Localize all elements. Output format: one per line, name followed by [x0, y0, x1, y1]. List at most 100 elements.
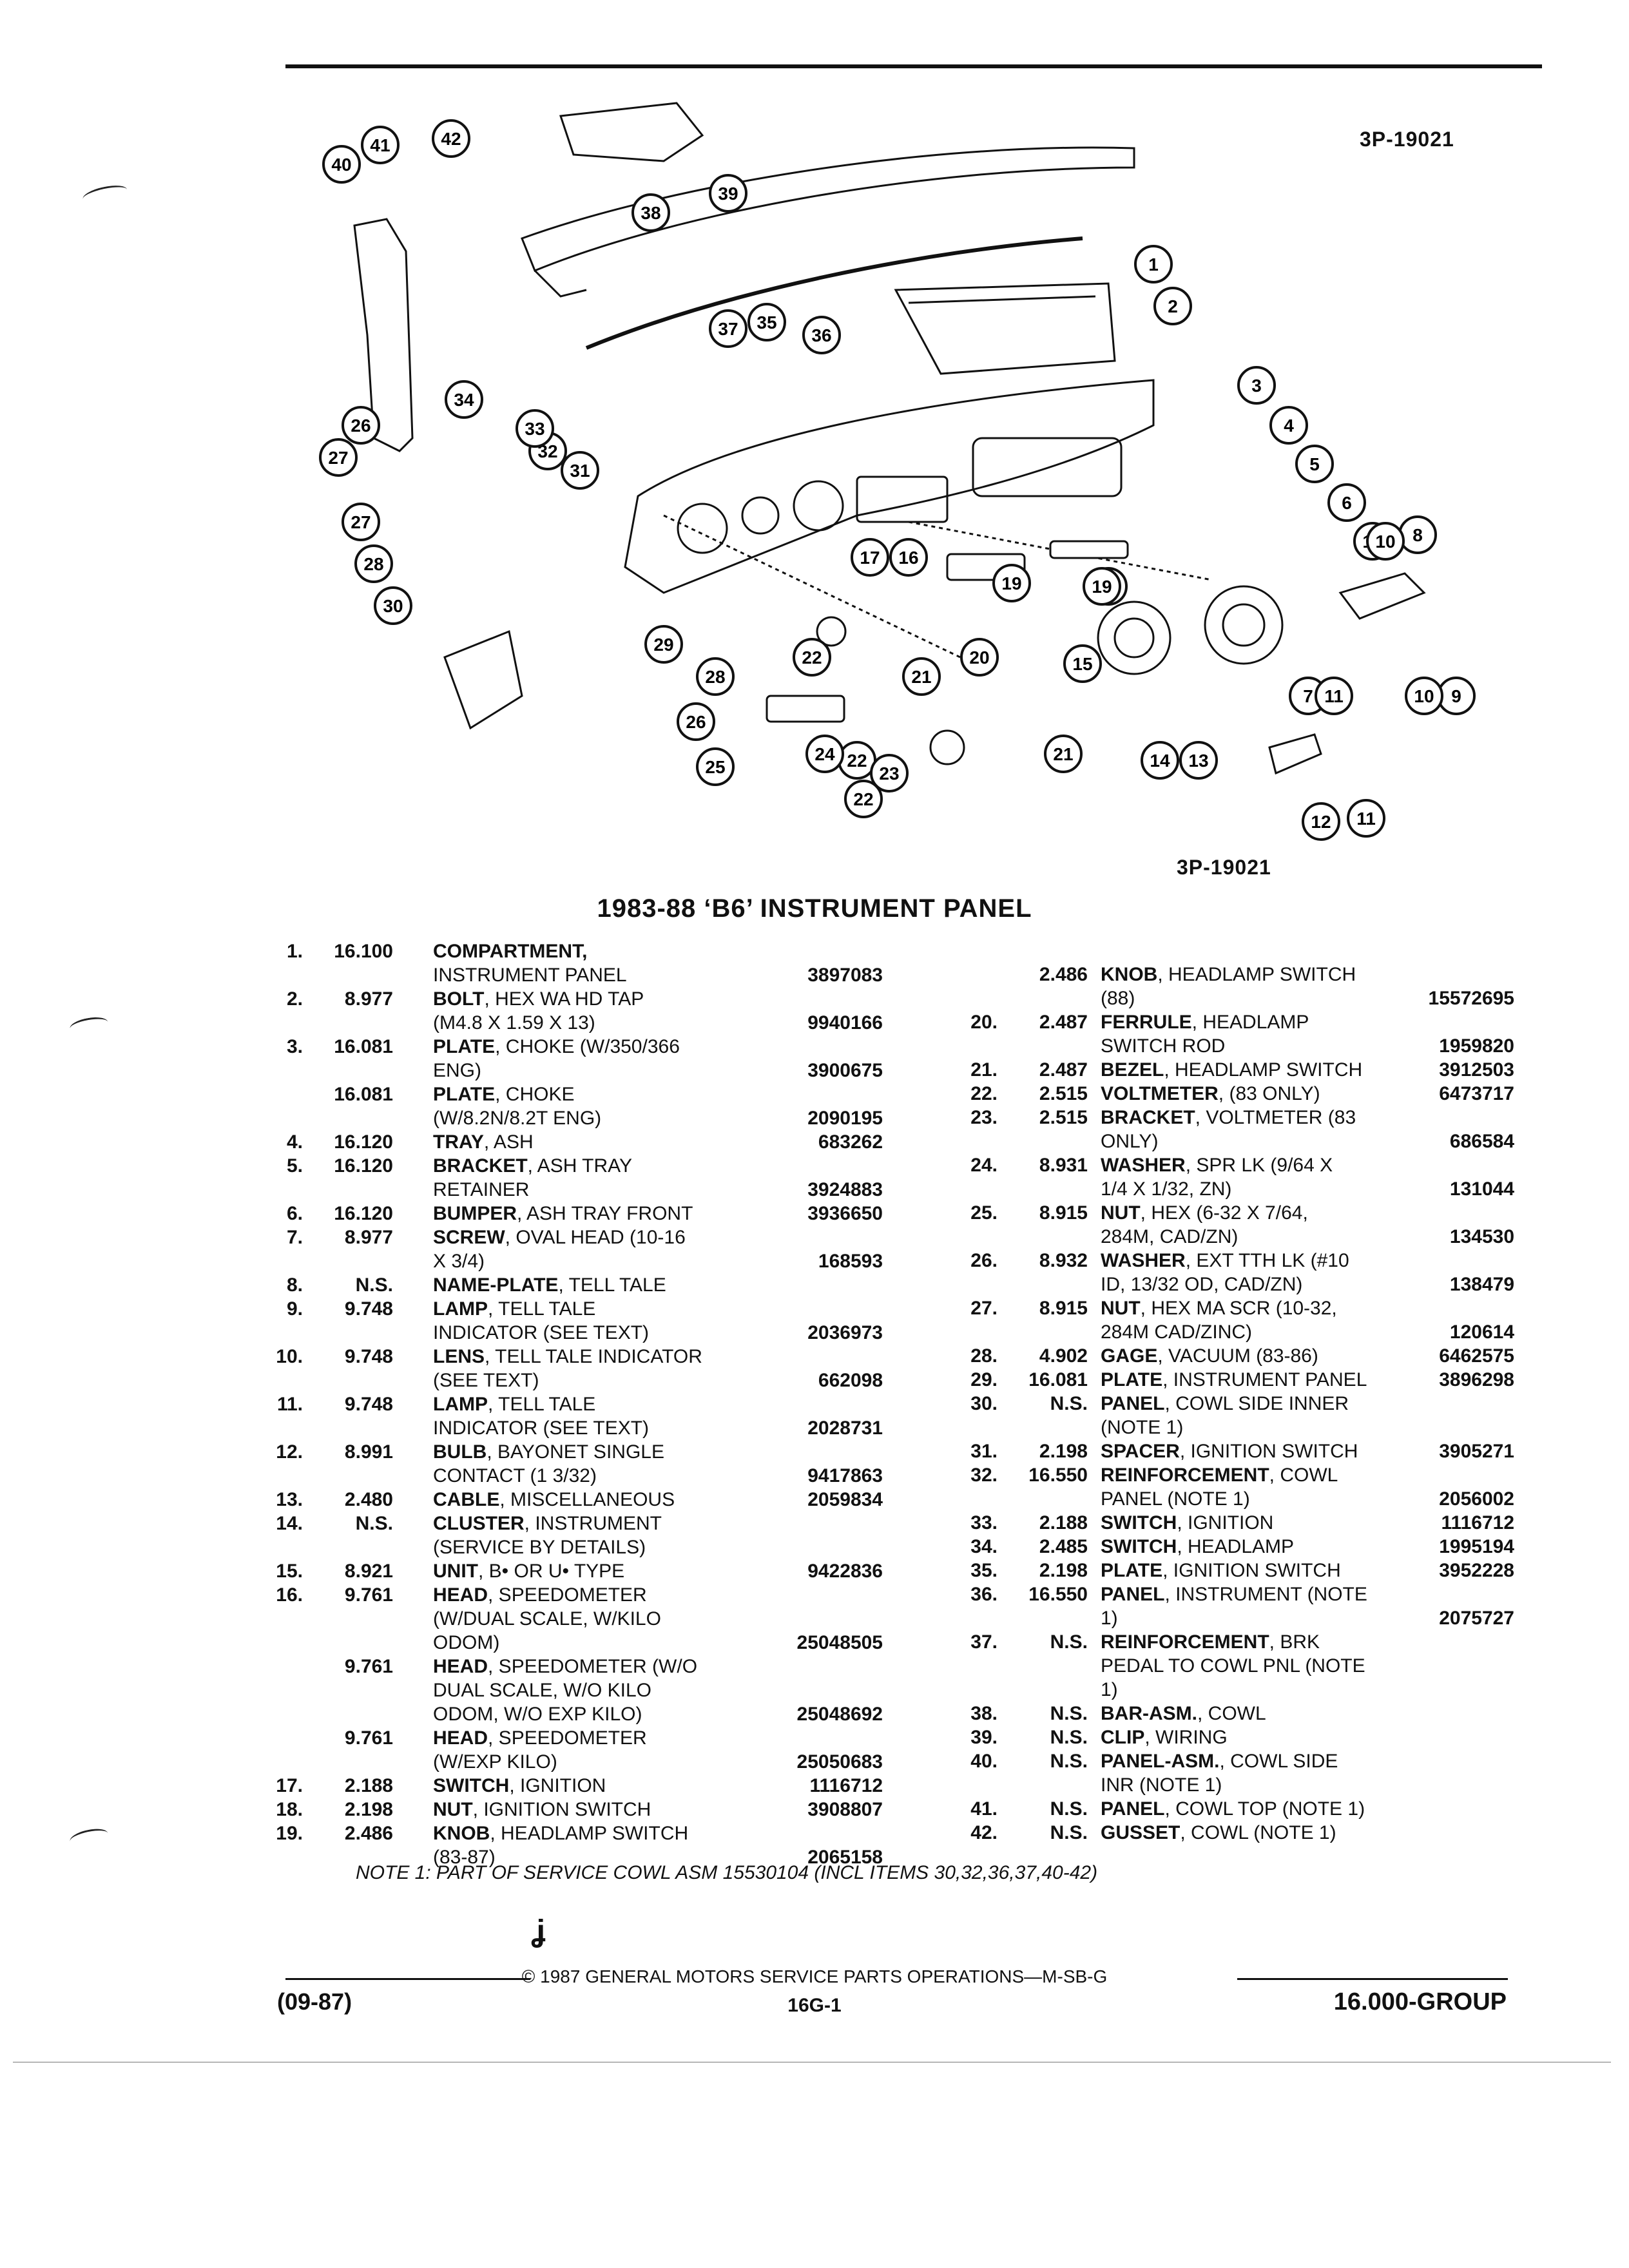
callout-label: 2 [1168, 296, 1178, 316]
callout-circle [992, 564, 1031, 602]
part-detail: , IGNITION SWITCH [472, 1799, 651, 1820]
part-description: BAR-ASM., COWL [1101, 1702, 1266, 1725]
parts-row: 30.N.S.PANEL, COWL SIDE INNER [928, 1392, 1514, 1416]
parts-row: 284M CAD/ZINC)120614 [928, 1320, 1514, 1344]
part-name: REINFORCEMENT [1101, 1465, 1269, 1486]
part-description: PANEL, COWL TOP (NOTE 1) [1101, 1797, 1365, 1821]
group-number: N.S. [1050, 1631, 1088, 1653]
item-number: 16. [276, 1584, 303, 1606]
parts-row: PEDAL TO COWL PNL (NOTE [928, 1654, 1514, 1678]
callout-circle [805, 735, 844, 773]
callout-circle [1405, 677, 1443, 715]
part-description: CABLE, MISCELLANEOUS [433, 1488, 675, 1512]
parts-row: 42.N.S.GUSSET, COWL (NOTE 1) [928, 1821, 1514, 1845]
part-number: 683262 [818, 1131, 883, 1153]
item-number: 5. [286, 1155, 303, 1177]
part-description: X 3/4) [433, 1249, 485, 1273]
parts-row: 1)2075727 [928, 1606, 1514, 1630]
part-name: REINFORCEMENT [1101, 1631, 1269, 1653]
callout-label: 11 [1356, 809, 1376, 829]
part-name: GUSSET [1101, 1822, 1181, 1843]
callout-circle [1044, 735, 1083, 773]
part-detail: , IGNITION SWITCH [1179, 1441, 1358, 1462]
part-description: GAGE, VACUUM (83-86) [1101, 1344, 1318, 1368]
part-number: 25050683 [796, 1751, 883, 1773]
part-description: PLATE, CHOKE (W/350/366 [433, 1035, 680, 1059]
callout-label: 14 [1150, 751, 1170, 771]
callout-label: 30 [383, 596, 403, 616]
part-name: NUT [1101, 1202, 1141, 1224]
callout-label: 39 [718, 184, 738, 204]
group-number: 8.915 [1039, 1298, 1088, 1319]
part-number: 662098 [818, 1370, 883, 1391]
part-number: 3908807 [807, 1799, 883, 1820]
callout-circle [696, 657, 735, 696]
item-number: 9. [286, 1298, 303, 1320]
part-description: HEAD, SPEEDOMETER [433, 1583, 647, 1607]
item-number: 1. [286, 941, 303, 962]
parts-row: 39.N.S.CLIP, WIRING [928, 1725, 1514, 1749]
parts-row: (M4.8 X 1.59 X 13) 9940166 [271, 1011, 883, 1035]
group-number: N.S. [355, 1513, 393, 1534]
item-number: 11. [276, 1394, 303, 1415]
callout-circle [1315, 677, 1353, 715]
parts-row: 14.N.S.CLUSTER, INSTRUMENT [271, 1512, 883, 1535]
part-detail: PANEL (NOTE 1) [1101, 1488, 1250, 1510]
part-detail: CONTACT (1 3/32) [433, 1465, 597, 1486]
part-description: 284M, CAD/ZN) [1101, 1225, 1238, 1249]
part-detail: (W/8.2N/8.2T ENG) [433, 1108, 602, 1129]
part-description: BOLT, HEX WA HD TAP [433, 987, 644, 1011]
part-number: 134530 [1449, 1226, 1514, 1247]
part-description: HEAD, SPEEDOMETER (W/O [433, 1655, 697, 1678]
part-detail: , VOLTMETER (83 [1195, 1107, 1356, 1128]
part-detail: (SEE TEXT) [433, 1370, 539, 1391]
part-detail: , HEADLAMP SWITCH [490, 1823, 689, 1844]
part-number: 3912503 [1439, 1059, 1514, 1081]
part-description: INR (NOTE 1) [1101, 1773, 1222, 1797]
part-number: 9417863 [807, 1465, 883, 1486]
part-detail: , TELL TALE [558, 1274, 666, 1296]
part-detail: , INSTRUMENT (NOTE [1164, 1584, 1367, 1605]
callout-circle [709, 309, 747, 348]
part-name: BRACKET [433, 1155, 528, 1177]
callout-circle [432, 119, 470, 158]
group-number: 16.550 [1028, 1584, 1088, 1605]
part-detail: , VACUUM (83-86) [1157, 1345, 1318, 1367]
part-detail: , COWL SIDE INNER [1164, 1393, 1349, 1414]
part-detail: ENG) [433, 1060, 481, 1081]
copyright-line: © 1987 GENERAL MOTORS SERVICE PARTS OPER… [521, 1966, 1108, 1986]
group-number: 2.515 [1039, 1107, 1088, 1128]
part-description: BEZEL, HEADLAMP SWITCH [1101, 1058, 1362, 1082]
part-detail: ODOM, W/O EXP KILO) [433, 1704, 642, 1725]
callout-label: 22 [802, 648, 822, 668]
group-number: 4.902 [1039, 1345, 1088, 1367]
callout-circle [1083, 567, 1121, 606]
parts-row: (W/DUAL SCALE, W/KILO [271, 1607, 883, 1631]
part-number: 9940166 [807, 1012, 883, 1033]
part-detail: , ASH [483, 1131, 534, 1153]
callout-circle [342, 503, 380, 541]
scan-artifact [68, 1826, 110, 1849]
part-detail: (88) [1101, 988, 1135, 1009]
part-number: 15572695 [1428, 988, 1514, 1009]
part-description: 284M CAD/ZINC) [1101, 1320, 1252, 1344]
group-number: 16.000-GROUP [1333, 1988, 1507, 2015]
part-detail: (M4.8 X 1.59 X 13) [433, 1012, 595, 1033]
parts-row: 37.N.S.REINFORCEMENT, BRK [928, 1630, 1514, 1654]
group-number: 8.921 [344, 1561, 393, 1582]
part-detail: , BAYONET SINGLE [487, 1441, 664, 1463]
part-description: (SEE TEXT) [433, 1369, 539, 1392]
callout-label: 9 [1451, 686, 1461, 706]
part-detail: , HEADLAMP [1177, 1536, 1295, 1557]
callout-circle [1327, 483, 1366, 522]
part-number: 6473717 [1439, 1083, 1514, 1104]
callout-circle [1141, 741, 1179, 780]
callout-circle [793, 638, 831, 677]
part-detail: , OVAL HEAD (10-16 [505, 1227, 686, 1248]
item-number: 31. [970, 1441, 998, 1462]
